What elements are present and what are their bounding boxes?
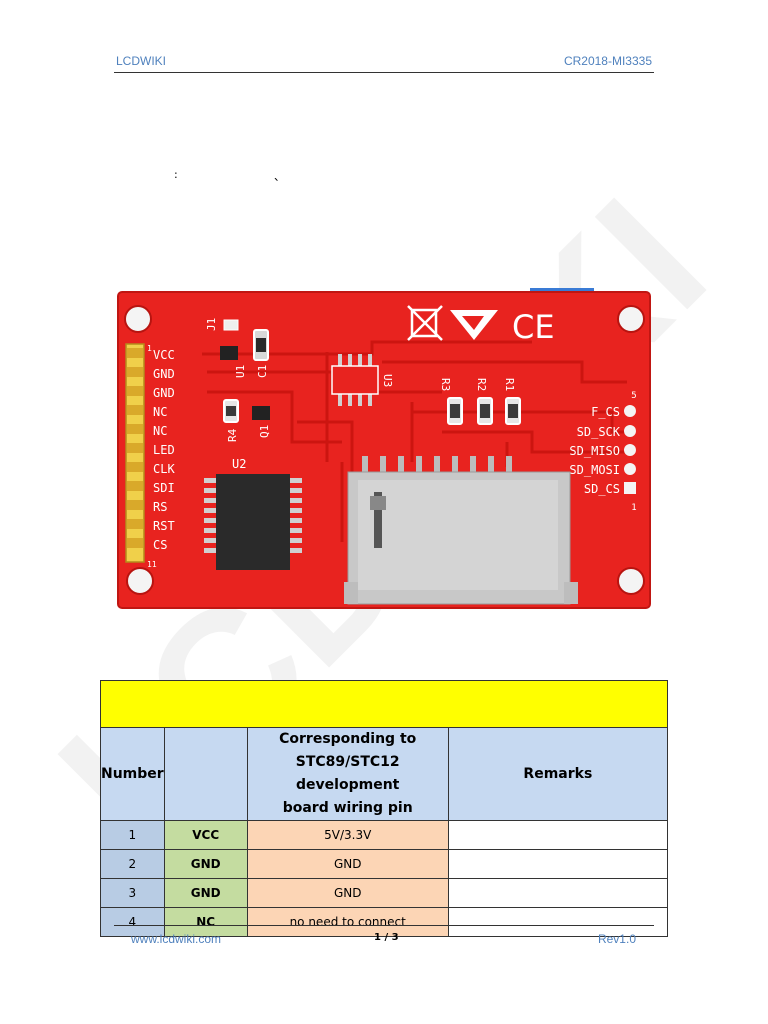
cell-wiring: 5V/3.3V (246, 820, 449, 850)
sd-card-slot (344, 456, 578, 605)
label-c1: C1 (256, 365, 269, 378)
text-fragment-colon: : (174, 168, 178, 181)
pin-label: RST (153, 519, 175, 533)
pin-label: NC (153, 424, 167, 438)
label-r2: R2 (475, 378, 488, 391)
table-row: 2 GND GND (100, 849, 669, 879)
cell-remarks (447, 849, 669, 879)
cell-pin-name: GND (163, 878, 248, 908)
pin-number: 5 (631, 391, 636, 401)
cell-remarks (447, 820, 669, 850)
pin-label: GND (153, 367, 175, 381)
cell-number: 1 (100, 820, 165, 850)
label-u1: U1 (234, 365, 247, 378)
header-brand: LCDWIKI (116, 54, 167, 68)
header-wiring-line: STC89/STC12 development (295, 754, 400, 793)
header-wiring-line: board wiring pin (282, 800, 413, 816)
label-r3: R3 (439, 378, 452, 391)
pin-label: F_CS (591, 405, 620, 419)
header-model: CR2018-MI3335 (563, 54, 652, 68)
ce-mark: CE (512, 308, 555, 346)
header-wiring-line: Corresponding to (279, 731, 417, 747)
table-row: 3 GND GND (100, 878, 669, 908)
pin-label: SD_MISO (569, 444, 620, 458)
pin-label: LED (153, 443, 175, 457)
pin-label: VCC (153, 348, 175, 362)
footer-page-number: 1 / 3 (374, 932, 399, 943)
pin-label: CS (153, 538, 167, 552)
left-pin-header (125, 343, 145, 563)
cell-wiring: GND (246, 878, 449, 908)
label-u3: U3 (381, 374, 394, 387)
page-header: LCDWIKI CR2018-MI3335 (114, 54, 654, 73)
pin-label: SD_CS (584, 482, 620, 496)
cell-remarks (447, 878, 669, 908)
label-r1: R1 (503, 378, 516, 391)
cell-pin-name: VCC (163, 820, 248, 850)
cell-number: 2 (100, 849, 165, 879)
pin-label: GND (153, 386, 175, 400)
right-pin-labels: F_CS SD_SCK SD_MISO SD_MOSI SD_CS 5 1 (569, 391, 636, 513)
right-pin-holes (624, 405, 636, 494)
table-row: 1 VCC 5V/3.3V (100, 820, 669, 850)
small-components: J1 U1 C1 R4 Q1 (205, 318, 271, 442)
pin-label: CLK (153, 462, 175, 476)
pin-number: 1 (631, 503, 636, 513)
cell-remarks (447, 907, 669, 937)
header-name (163, 727, 248, 821)
label-j1: J1 (205, 318, 218, 331)
resistors: R3 R2 R1 (439, 378, 521, 425)
label-u2: U2 (232, 457, 246, 471)
header-remarks: Remarks (447, 727, 669, 821)
pin-table: Number Corresponding to STC89/STC12 deve… (100, 680, 669, 937)
left-pin-labels: VCC GND GND NC NC LED CLK SDI RS RST CS … (147, 344, 175, 569)
pin-label: SD_MOSI (569, 463, 620, 477)
label-q1: Q1 (258, 425, 271, 438)
pin-number: 11 (147, 560, 157, 569)
pin-label: NC (153, 405, 167, 419)
cell-pin-name: GND (163, 849, 248, 879)
chip-u3: U3 (331, 354, 394, 406)
cell-number: 3 (100, 878, 165, 908)
table-title-row (100, 680, 668, 728)
table-header-row: Number Corresponding to STC89/STC12 deve… (100, 727, 669, 821)
cell-wiring: GND (246, 849, 449, 879)
cell-number: 4 (100, 907, 165, 937)
header-wiring: Corresponding to STC89/STC12 development… (246, 727, 449, 821)
footer-url-link[interactable]: www.lcdwiki.com (131, 932, 222, 946)
table-title-cell (100, 680, 668, 728)
pin-number: 1 (147, 344, 152, 353)
mounting-holes (124, 305, 645, 595)
label-r4: R4 (226, 428, 239, 442)
header-number: Number (100, 727, 165, 821)
footer-revision: Rev1.0 (597, 932, 636, 946)
pin-label: SD_SCK (577, 425, 621, 439)
certification-marks: CE (407, 305, 555, 346)
pcb-module-image: VCC GND GND NC NC LED CLK SDI RS RST CS … (112, 282, 657, 617)
pin-label: RS (153, 500, 167, 514)
page-footer: www.lcdwiki.com 1 / 3 Rev1.0 (114, 925, 654, 948)
pin-label: SDI (153, 481, 175, 495)
chip-u2: U2 (204, 457, 302, 570)
cell-wiring: no need to connect (246, 907, 449, 937)
text-fragment-tick: 、 (274, 170, 285, 183)
